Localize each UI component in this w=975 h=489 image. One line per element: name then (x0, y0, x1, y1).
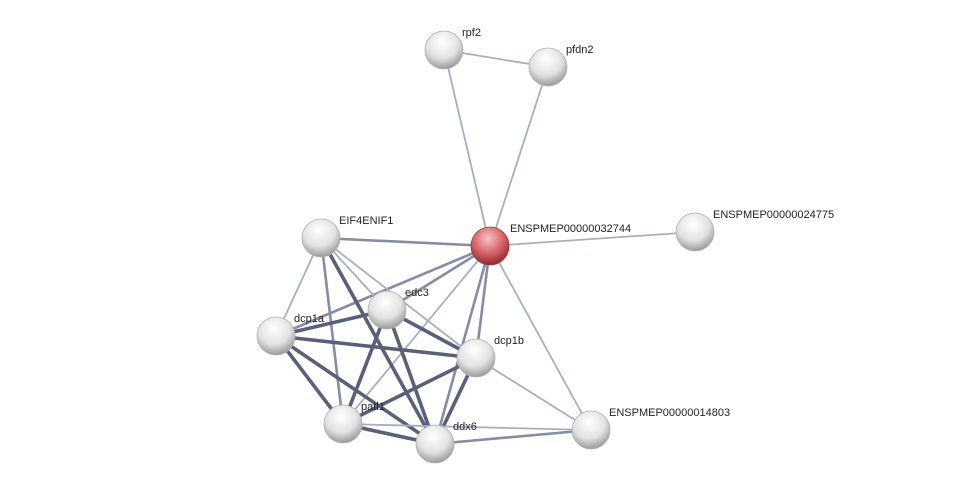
edge-ddx6-ENSPMEP00000014803[interactable] (434, 428, 592, 446)
node-sphere[interactable] (367, 290, 407, 330)
edge-ENSPMEP00000032744-ENSPMEP00000014803[interactable] (489, 245, 592, 431)
edge-rpf2-ENSPMEP00000032744[interactable] (443, 49, 491, 247)
node-dcp1a[interactable]: dcp1a (256, 313, 325, 356)
node-label: rpf2 (462, 27, 481, 39)
node-pfdn2[interactable]: pfdn2 (528, 44, 594, 87)
node-label: edc3 (405, 287, 429, 299)
node-sphere[interactable] (456, 338, 496, 378)
node-sphere[interactable] (424, 30, 464, 70)
node-patl1[interactable]: patl1 (323, 401, 385, 444)
node-dcp1b[interactable]: dcp1b (456, 335, 524, 378)
node-label: pfdn2 (566, 44, 594, 56)
node-label: patl1 (361, 401, 385, 413)
node-sphere[interactable] (415, 424, 455, 464)
node-sphere[interactable] (323, 404, 363, 444)
edge-edc3-ddx6[interactable] (385, 309, 437, 445)
edge-ENSPMEP00000032744-dcp1a[interactable] (275, 244, 491, 338)
node-EIF4ENIF1[interactable]: EIF4ENIF1 (301, 215, 393, 258)
node-edc3[interactable]: edc3 (367, 287, 429, 330)
node-sphere[interactable] (301, 218, 341, 258)
node-sphere[interactable] (256, 316, 296, 356)
node-rpf2[interactable]: rpf2 (424, 27, 481, 70)
node-ENSPMEP00000014803[interactable]: ENSPMEP00000014803 (571, 407, 730, 450)
node-ENSPMEP00000032744[interactable]: ENSPMEP00000032744 (470, 223, 631, 266)
edge-pfdn2-ENSPMEP00000032744[interactable] (489, 66, 549, 247)
node-ddx6[interactable]: ddx6 (415, 421, 477, 464)
edge-ENSPMEP00000032744-ENSPMEP00000024775[interactable] (489, 231, 696, 247)
edge-ENSPMEP00000032744-edc3[interactable] (386, 244, 491, 312)
node-label: ddx6 (453, 421, 477, 433)
edge-EIF4ENIF1-ddx6[interactable] (319, 237, 437, 445)
node-sphere[interactable] (470, 226, 510, 266)
node-label: ENSPMEP00000014803 (609, 407, 730, 419)
edge-edc3-patl1[interactable] (341, 309, 389, 425)
node-ENSPMEP00000024775[interactable]: ENSPMEP00000024775 (675, 209, 834, 252)
edge-dcp1b-patl1[interactable] (342, 356, 477, 426)
node-label: ENSPMEP00000024775 (713, 209, 834, 221)
edge-patl1-ENSPMEP00000014803[interactable] (342, 423, 592, 431)
node-label: dcp1b (494, 335, 524, 347)
edge-dcp1a-dcp1b[interactable] (275, 334, 477, 360)
node-sphere[interactable] (528, 47, 568, 87)
node-sphere[interactable] (675, 212, 715, 252)
edge-ENSPMEP00000032744-patl1[interactable] (342, 245, 491, 425)
node-label: ENSPMEP00000032744 (510, 223, 631, 235)
edge-ENSPMEP00000032744-EIF4ENIF1[interactable] (320, 236, 491, 248)
edge-EIF4ENIF1-patl1[interactable] (319, 237, 345, 425)
node-sphere[interactable] (571, 410, 611, 450)
node-label: dcp1a (294, 313, 325, 325)
edge-dcp1b-ENSPMEP00000014803[interactable] (475, 357, 592, 431)
node-label: EIF4ENIF1 (339, 215, 393, 227)
